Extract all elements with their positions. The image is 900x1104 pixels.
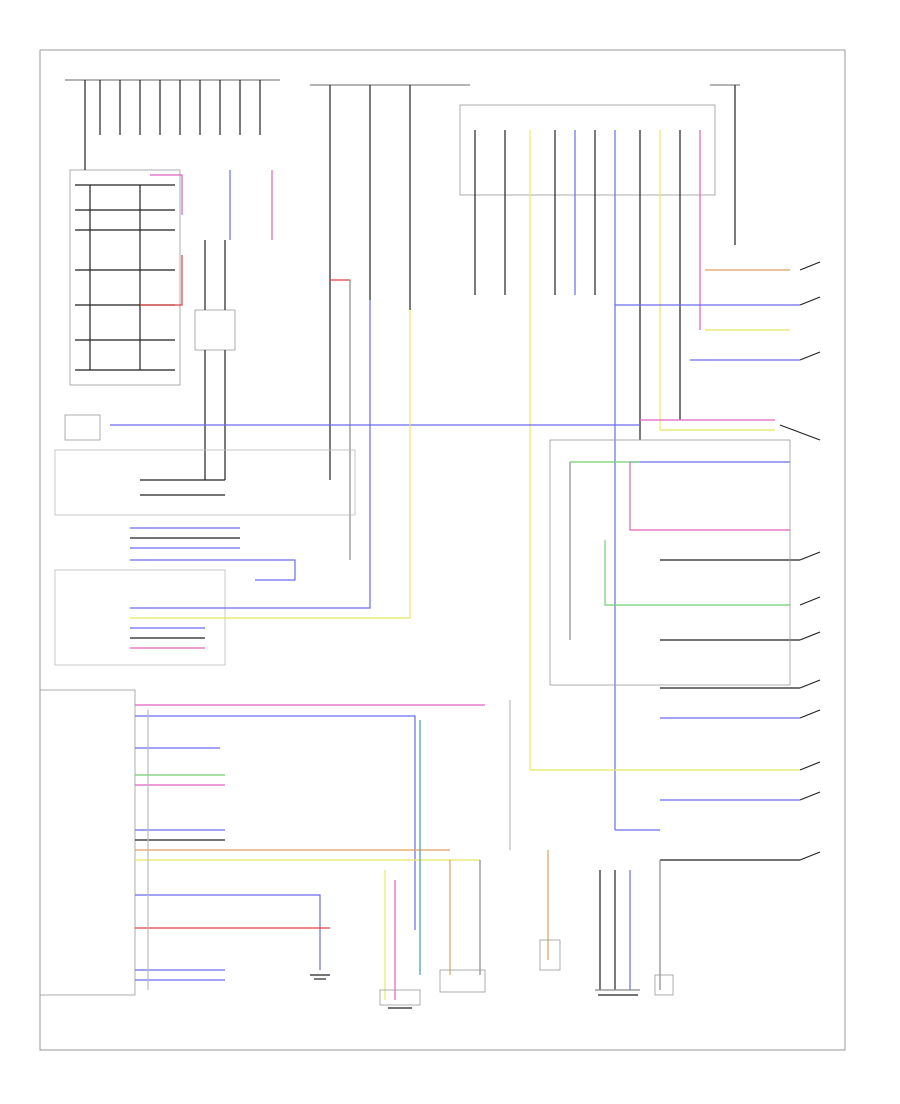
bottom-connector-group bbox=[379, 700, 674, 1006]
door-switch-symbols bbox=[779, 261, 821, 861]
sensor-box bbox=[64, 414, 101, 441]
relay-module-box bbox=[194, 309, 236, 351]
switch-block-top-left bbox=[65, 79, 280, 386]
diagram-border bbox=[39, 49, 846, 1051]
fuse-column-group bbox=[310, 84, 470, 560]
instrument-cluster bbox=[39, 689, 485, 996]
top-right-connector-block bbox=[459, 84, 740, 830]
gauge-module bbox=[54, 300, 411, 666]
pink-wire-a bbox=[150, 174, 183, 215]
red-wire-a bbox=[140, 255, 183, 306]
fuel-sender-box bbox=[439, 969, 486, 993]
sensor-module bbox=[54, 449, 356, 581]
door-switch-module bbox=[549, 439, 791, 686]
ground-symbols bbox=[310, 974, 638, 1009]
oil-pressure-switch bbox=[654, 974, 674, 996]
